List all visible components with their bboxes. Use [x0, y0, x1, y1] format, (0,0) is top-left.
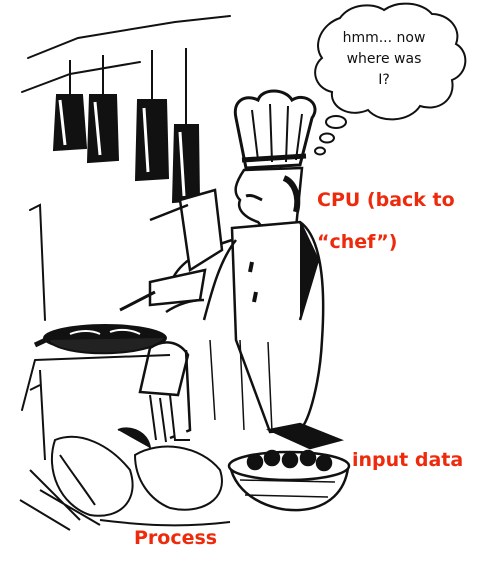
pan-1: [54, 60, 86, 150]
chef-hat: [235, 91, 315, 168]
bowl: [229, 424, 349, 510]
thought-line-1: hmm... now: [329, 28, 439, 49]
thought-line-2: where was: [329, 49, 439, 70]
thought-line-3: I?: [329, 70, 439, 91]
thought-bubble-text: hmm... now where was I?: [329, 28, 439, 91]
input-data-label: input data: [352, 447, 463, 474]
pan-4: [173, 48, 199, 202]
hanging-pans: [54, 48, 199, 202]
vegetables: [20, 395, 230, 530]
arms-and-utensils: [120, 190, 222, 310]
pan-3: [136, 50, 168, 180]
process-label: Process: [134, 525, 217, 552]
cpu-label-line-2: “chef”): [317, 229, 397, 256]
frying-pan: [35, 324, 167, 353]
cpu-label-line-1: CPU (back to: [317, 187, 455, 214]
